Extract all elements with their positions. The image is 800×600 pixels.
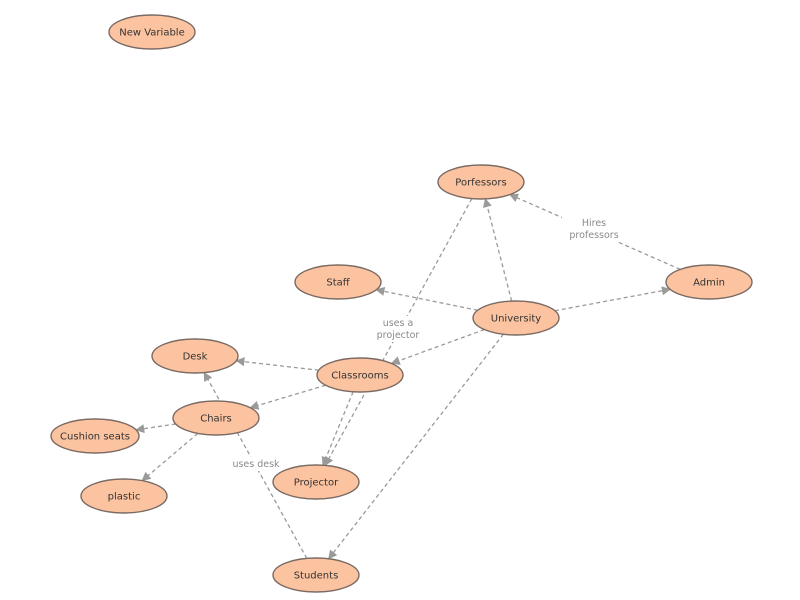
node-label: Staff xyxy=(326,278,350,289)
node-ellipse[interactable] xyxy=(272,464,360,500)
node-label: Chairs xyxy=(200,414,232,425)
edge-label-background xyxy=(562,216,626,242)
node-label: Classrooms xyxy=(331,371,388,382)
edge-university-to-admin[interactable] xyxy=(554,286,672,312)
node-ellipse[interactable] xyxy=(172,400,260,436)
node-ellipse[interactable] xyxy=(665,264,753,300)
node-new-variable[interactable]: New Variable xyxy=(108,14,196,50)
node-label: Porfessors xyxy=(455,178,506,189)
node-label: Admin xyxy=(693,278,725,289)
edge-university-to-professors[interactable] xyxy=(482,198,513,302)
node-admin[interactable]: Admin xyxy=(665,264,753,300)
node-ellipse[interactable] xyxy=(151,338,239,374)
node-university[interactable]: University xyxy=(472,300,560,336)
node-ellipse[interactable] xyxy=(316,357,404,393)
node-label: Projector xyxy=(294,478,339,489)
edge-university-to-students[interactable] xyxy=(328,333,504,560)
node-professors[interactable]: Porfessors xyxy=(437,164,525,200)
node-ellipse[interactable] xyxy=(272,557,360,593)
node-plastic[interactable]: plastic xyxy=(80,478,168,514)
node-staff[interactable]: Staff xyxy=(294,264,382,300)
node-label: Students xyxy=(294,571,339,582)
edges-layer xyxy=(135,193,681,560)
node-cushion-seats[interactable]: Cushion seats xyxy=(50,418,140,454)
edge-label-background xyxy=(368,316,428,342)
edge-classrooms-to-chairs[interactable] xyxy=(249,384,326,410)
edge-chairs-to-cushion-seats[interactable] xyxy=(135,423,176,434)
node-label: Desk xyxy=(183,352,208,363)
node-ellipse[interactable] xyxy=(80,478,168,514)
edge-university-to-classrooms[interactable] xyxy=(390,328,485,365)
node-ellipse[interactable] xyxy=(437,164,525,200)
edge-classrooms-to-projector[interactable] xyxy=(321,391,354,467)
node-projector[interactable]: Projector xyxy=(272,464,360,500)
edge-label-students-to-desk: uses desk xyxy=(232,459,280,470)
edge-label-background xyxy=(226,457,286,471)
edge-professors-to-projector[interactable] xyxy=(324,198,473,467)
node-students[interactable]: Students xyxy=(272,557,360,593)
node-classrooms[interactable]: Classrooms xyxy=(316,357,404,393)
node-label: New Variable xyxy=(119,28,184,39)
node-desk[interactable]: Desk xyxy=(151,338,239,374)
node-ellipse[interactable] xyxy=(50,418,140,454)
node-label: plastic xyxy=(108,492,141,503)
node-label: University xyxy=(491,314,542,325)
edge-chairs-to-plastic[interactable] xyxy=(141,432,199,482)
edge-classrooms-to-desk[interactable] xyxy=(235,357,319,371)
node-ellipse[interactable] xyxy=(294,264,382,300)
node-ellipse[interactable] xyxy=(472,300,560,336)
edge-university-to-staff[interactable] xyxy=(375,286,478,311)
node-ellipse[interactable] xyxy=(108,14,196,50)
node-chairs[interactable]: Chairs xyxy=(172,400,260,436)
node-label: Cushion seats xyxy=(60,432,130,443)
